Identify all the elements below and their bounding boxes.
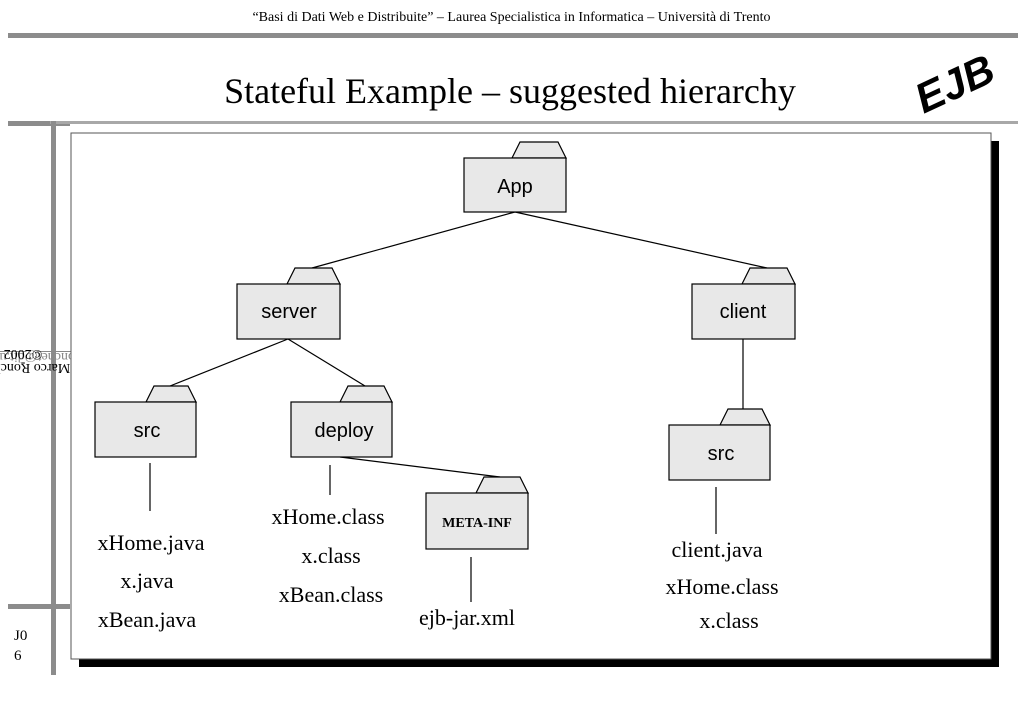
folder-src-client-body — [668, 424, 771, 481]
file-deploy-1: xHome.class — [271, 504, 384, 529]
folder-client-tab — [741, 267, 796, 285]
line-server-deploy — [287, 338, 366, 387]
folder-deploy-tab — [339, 385, 393, 403]
folder-src-server-body — [94, 401, 197, 458]
title-rule-right — [50, 121, 1018, 124]
file-src-client-1: client.java — [671, 537, 762, 562]
file-deploy-3: xBean.class — [279, 582, 383, 607]
line-deploy-meta — [339, 456, 501, 478]
file-src-server-2: x.java — [120, 568, 173, 593]
folder-deploy — [290, 385, 393, 458]
folder-meta-inf-label: META-INF — [442, 516, 512, 531]
folder-meta-inf-body — [425, 492, 529, 550]
slide-number: J0 6 — [14, 626, 44, 666]
folder-server-label: server — [261, 301, 317, 323]
folder-src-server-label: src — [134, 420, 161, 442]
slide-title: Stateful Example – suggested hierarchy — [224, 71, 796, 111]
folder-app-tab — [511, 141, 567, 159]
course-header: “Basi di Dati Web e Distribuite” – Laure… — [252, 10, 771, 25]
folder-meta-inf-tab — [475, 476, 529, 494]
file-meta-inf-1: ejb-jar.xml — [419, 605, 515, 630]
folder-client-body — [691, 283, 796, 340]
folder-src-client-tab — [719, 408, 771, 426]
footer-rule — [8, 604, 70, 609]
folder-meta-inf — [425, 476, 529, 550]
title-rule — [8, 121, 70, 126]
slide-code-line2: 6 — [14, 648, 22, 664]
folder-deploy-label: deploy — [315, 420, 374, 442]
file-src-client-2: xHome.class — [665, 574, 778, 599]
folder-app — [463, 141, 567, 213]
panel — [70, 132, 992, 660]
folder-client — [691, 267, 796, 340]
connector-lines — [149, 211, 768, 602]
line-app-server — [311, 211, 516, 269]
line-app-client — [514, 211, 768, 269]
top-rule — [8, 33, 1018, 38]
folder-src-server-tab — [145, 385, 197, 403]
folder-deploy-body — [290, 401, 393, 458]
file-src-server-3: xBean.java — [98, 607, 197, 632]
folder-client-label: client — [720, 301, 767, 323]
folder-src-server — [94, 385, 197, 458]
folder-server-body — [236, 283, 341, 340]
line-server-src — [169, 338, 289, 387]
folder-src-client — [668, 408, 771, 481]
vertical-rule — [51, 121, 56, 675]
file-src-client-3: x.class — [699, 608, 758, 633]
folder-src-client-label: src — [708, 443, 735, 465]
ejb-logo: EJB — [908, 45, 1002, 122]
file-deploy-2: x.class — [301, 543, 360, 568]
folder-app-label: App — [497, 176, 533, 198]
slide-code-line1: J0 — [14, 628, 28, 644]
folder-server — [236, 267, 341, 340]
folder-server-tab — [286, 267, 341, 285]
folder-app-body — [463, 157, 567, 213]
file-src-server-1: xHome.java — [98, 530, 205, 555]
